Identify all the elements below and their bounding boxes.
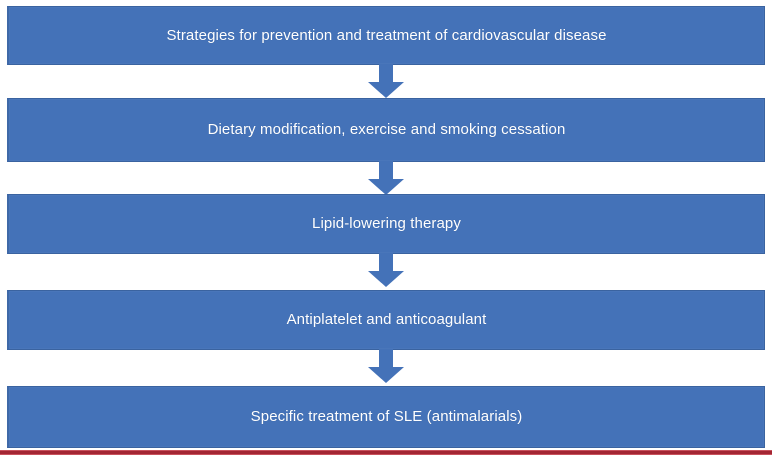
flow-node-3-label: Lipid-lowering therapy (312, 215, 461, 232)
flow-node-1-label: Strategies for prevention and treatment … (166, 26, 607, 44)
flow-node-3: Lipid-lowering therapy (7, 194, 765, 254)
flow-node-1: Strategies for prevention and treatment … (7, 6, 765, 65)
flow-arrow-3 (368, 253, 404, 287)
flow-node-4: Antiplatelet and anticoagulant (7, 290, 765, 350)
flow-arrow-1 (368, 64, 404, 98)
flow-node-4-label: Antiplatelet and anticoagulant (286, 311, 487, 328)
flow-arrow-2 (368, 161, 404, 195)
bottom-divider (0, 450, 772, 455)
flow-arrow-4 (368, 349, 404, 383)
flow-node-2: Dietary modification, exercise and smoki… (7, 98, 765, 162)
flow-node-5: Specific treatment of SLE (antimalarials… (7, 386, 765, 448)
flow-node-2-label: Dietary modification, exercise and smoki… (207, 121, 566, 138)
flow-node-5-label: Specific treatment of SLE (antimalarials… (250, 408, 523, 425)
